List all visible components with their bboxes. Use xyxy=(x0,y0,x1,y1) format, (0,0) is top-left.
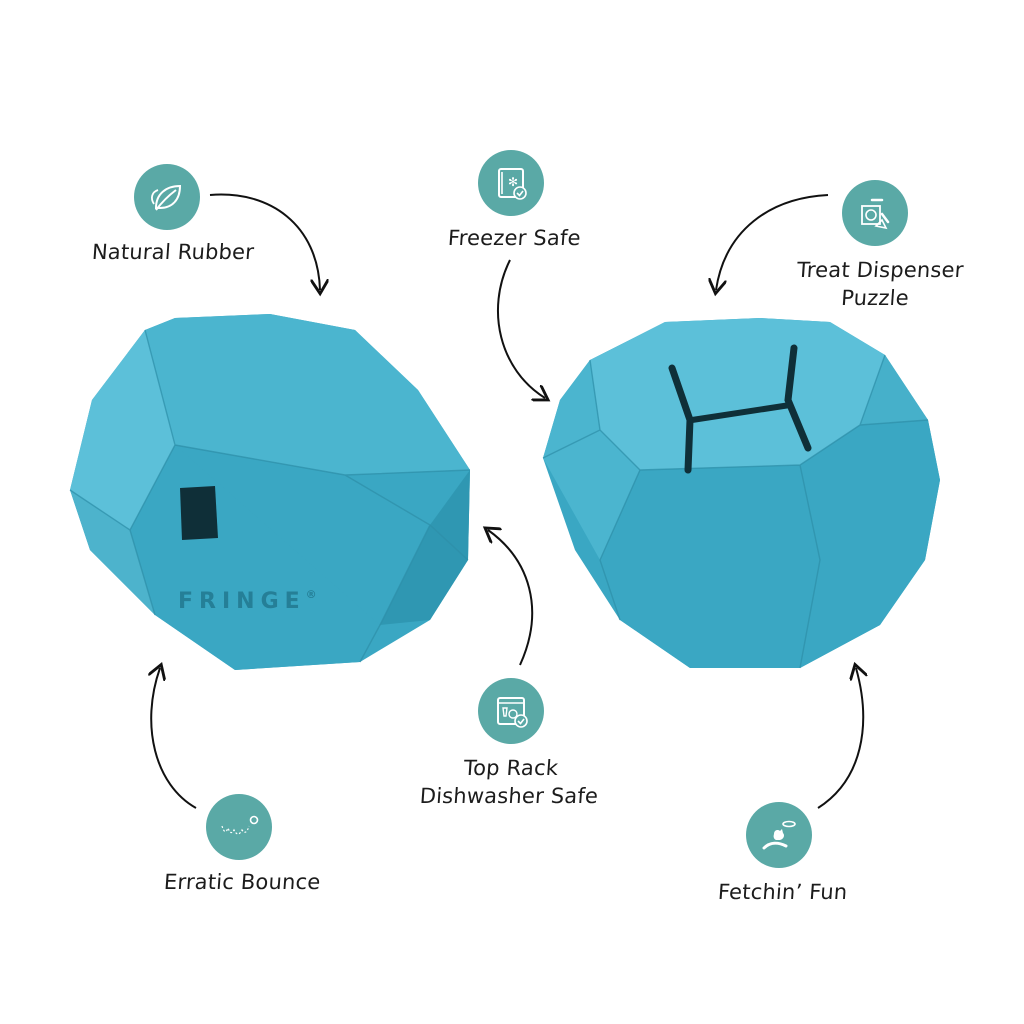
bounce-icon xyxy=(206,794,272,860)
bone-slot-icon xyxy=(668,344,812,474)
treat-hole-icon xyxy=(180,486,218,540)
dog-fetch-icon xyxy=(746,802,812,868)
leaf-icon xyxy=(134,164,200,230)
brand-logo: FRINGE® xyxy=(178,588,323,614)
svg-text:✻: ✻ xyxy=(508,175,518,189)
registered-mark: ® xyxy=(306,588,323,601)
feature-label-freezer-safe: Freezer Safe xyxy=(447,226,582,250)
feature-label-natural-rubber: Natural Rubber xyxy=(91,240,255,264)
feature-label-treat-dispenser: Treat Dispenser Puzzle xyxy=(796,258,965,310)
feature-label-fetchin-fun: Fetchin’ Fun xyxy=(717,880,849,904)
dishwasher-icon xyxy=(478,678,544,744)
feature-label-erratic-bounce: Erratic Bounce xyxy=(163,870,322,894)
feature-label-top-rack: Top Rack Dishwasher Safe xyxy=(419,756,600,808)
freezer-icon: ✻ xyxy=(478,150,544,216)
treat-puzzle-icon xyxy=(842,180,908,246)
